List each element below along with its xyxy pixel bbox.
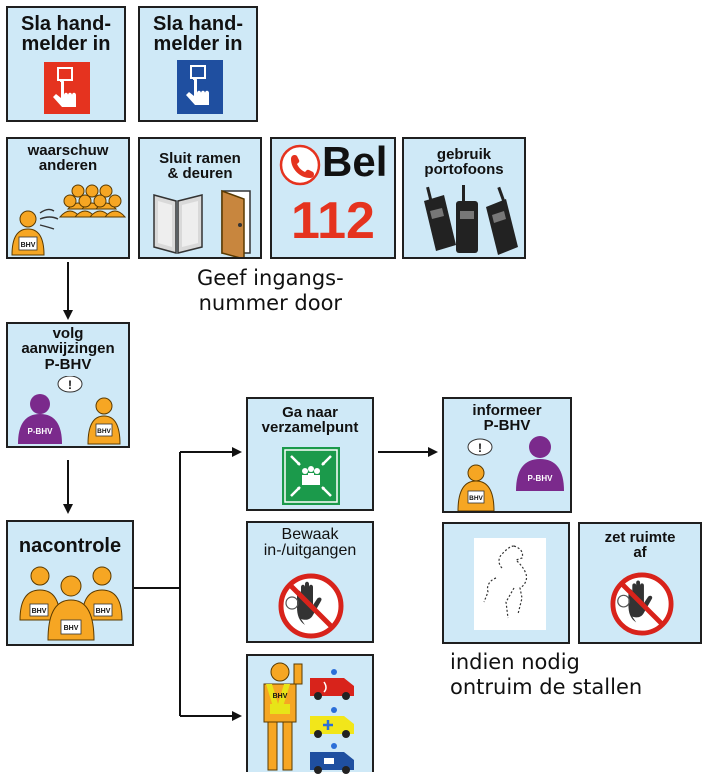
no-entry-hand-icon [610,572,674,636]
card-waarschuw-anderen: waarschuw anderen BHV [6,137,130,259]
card-bewaak-ingangen: Bewaak in-/uitgangen [246,521,374,643]
bhv-badge: BHV [32,608,47,615]
bhv-badge: BHV [469,495,483,502]
assembly-point-icon [282,447,340,505]
bhv-badge: BHV [96,608,111,615]
card-zet-ruimte-af: zet ruimte af [578,522,702,644]
p-bhv-badge: P-BHV [528,474,554,483]
card-title: nacontrole [18,535,122,557]
card-title: Sla hand- melder in [20,13,111,56]
card-sluit-ramen-deuren: Sluit ramen & deuren [138,137,262,259]
card-gebruik-portofoons: gebruik portofoons [402,137,526,259]
phone-icon [279,144,321,186]
bhv-badge: BHV [97,428,111,435]
card-hulpdiensten: BHV [246,654,374,774]
card-handmelder-blue: Sla hand- melder in [138,6,258,122]
red-fire-alarm-button-icon [44,62,90,114]
card-title: zet ruimte af [604,529,676,562]
card-bel-112: Bel 112 [270,137,396,259]
card-nacontrole: nacontrole BHV BHV BHV [6,520,134,646]
bhv-badge: BHV [21,242,36,249]
bel-title: Bel [322,138,388,185]
card-verzamelpunt: Ga naar verzamelpunt [246,397,374,511]
card-title: gebruik portofoons [424,146,504,179]
blue-alarm-button-icon [177,60,223,114]
card-stallen [442,522,570,644]
card-title: informeer P-BHV [472,402,542,435]
card-title: Ga naar verzamelpunt [261,404,359,437]
card-handmelder-red: Sla hand- melder in [6,6,126,122]
bhv-badge: BHV [273,693,288,700]
window-door-icon [153,189,251,257]
speech-mark: ! [68,378,72,392]
caption-geef-ingangsnummer: Geef ingangs- nummer door [197,266,344,316]
card-volg-aanwijzingen: volg aanwijzingen P-BHV ! P-BHV BHV [6,322,130,448]
horse-sketch-icon [474,538,546,630]
walkie-talkie-icon [424,185,518,255]
emergency-number: 112 [291,192,375,250]
emergency-services-icon: BHV [263,662,354,774]
card-title: Sluit ramen & deuren [159,150,241,183]
warn-others-icon: BHV [11,184,127,256]
card-title: waarschuw anderen [27,142,109,175]
p-bhv-badge: P-BHV [28,427,54,436]
card-informeer-pbhv: informeer P-BHV ! BHV P-BHV [442,397,572,513]
inform-pbhv-icon: ! BHV P-BHV [457,436,564,511]
card-title: Bewaak in-/uitgangen [263,526,357,560]
instructions-persons-icon: ! P-BHV BHV [18,376,121,445]
speech-mark: ! [478,441,482,455]
card-title: volg aanwijzingen P-BHV [21,325,115,373]
no-entry-hand-icon [278,573,344,639]
card-title: Sla hand- melder in [152,13,243,56]
bhv-badge: BHV [64,625,79,632]
caption-indien-nodig: indien nodig ontruim de stallen [450,650,643,700]
team-check-icon: BHV BHV BHV [19,566,123,641]
